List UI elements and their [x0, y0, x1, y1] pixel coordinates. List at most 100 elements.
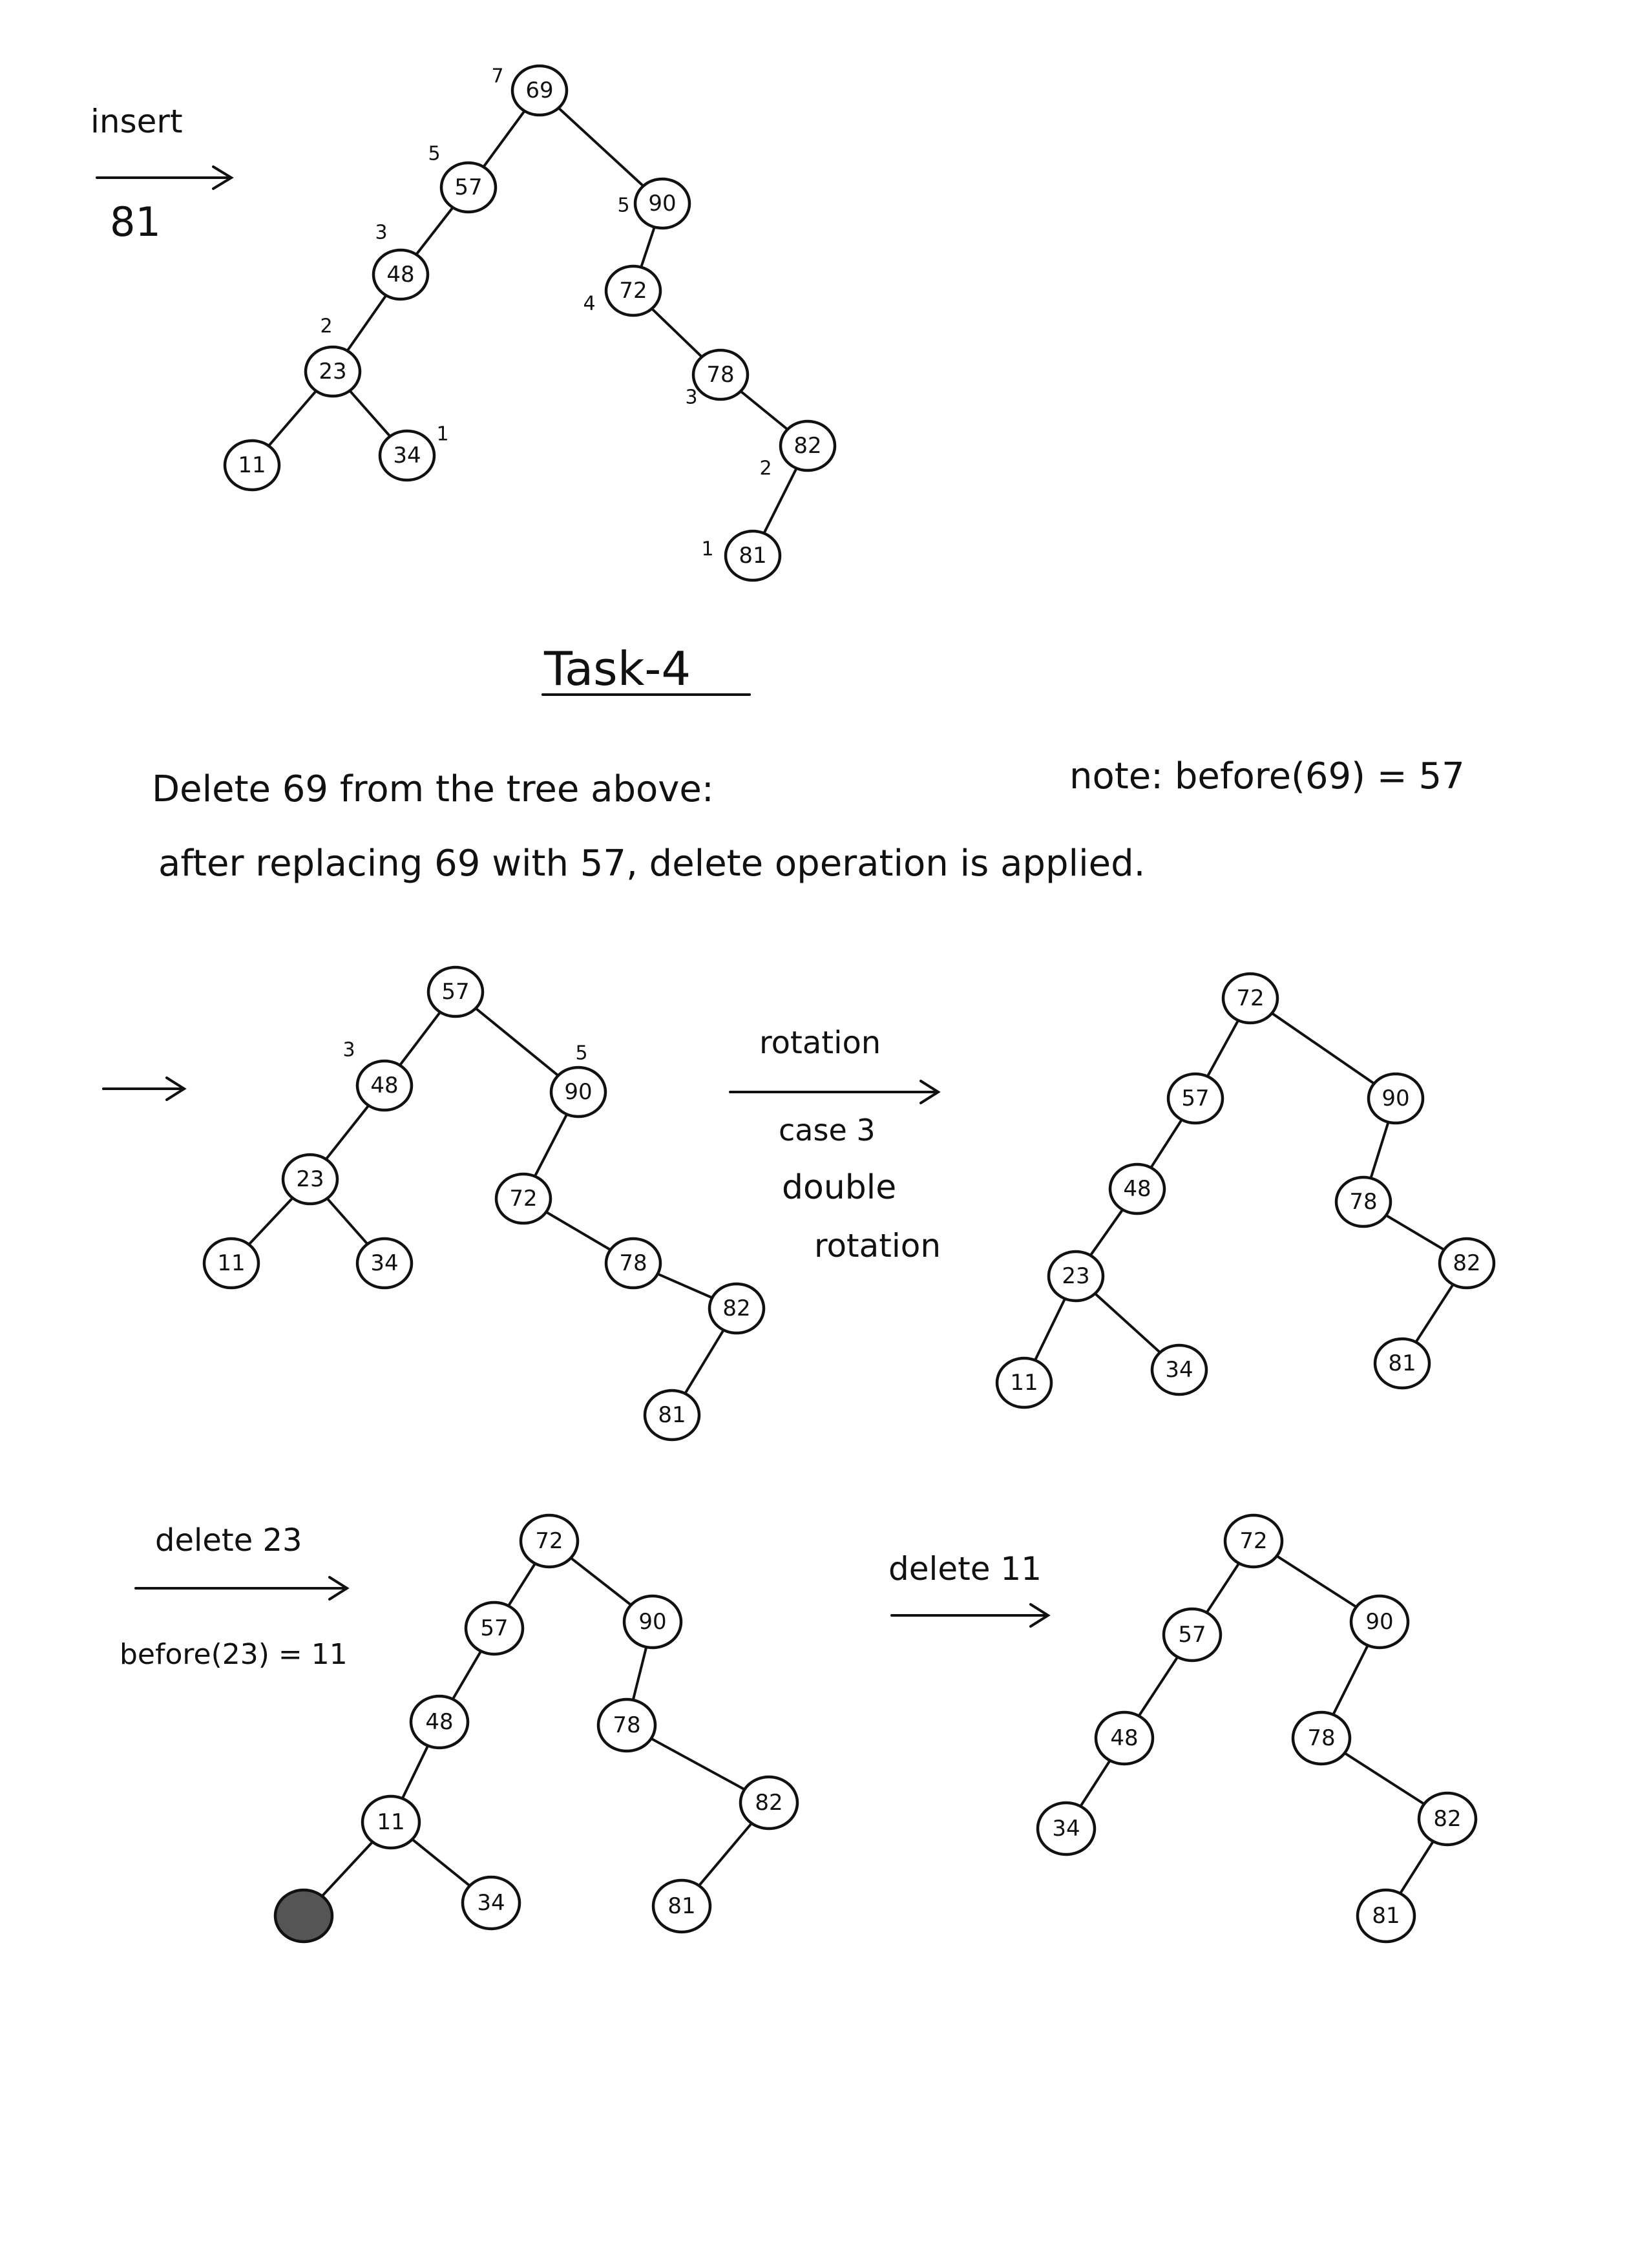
tree-edge — [247, 1195, 295, 1247]
tree-edge — [697, 1821, 754, 1888]
rotation-arrow — [729, 1080, 941, 1104]
node-height-label: 3 — [685, 386, 697, 409]
tree-node — [355, 1059, 414, 1112]
node-label: 48 — [1123, 1176, 1151, 1202]
tree-node — [439, 161, 498, 214]
tree-node — [1334, 1175, 1392, 1228]
tree-node — [1291, 1710, 1352, 1766]
node-height-label: 3 — [342, 1039, 355, 1062]
node-label: 72 — [1239, 1528, 1267, 1554]
tree-node — [361, 1794, 421, 1850]
tree-edge — [1331, 1643, 1370, 1717]
node-label: 34 — [477, 1890, 505, 1916]
tree-edge — [1137, 1655, 1180, 1718]
node-label: 57 — [1181, 1086, 1209, 1111]
tree-node — [1349, 1594, 1410, 1650]
tree-edge — [451, 1649, 483, 1701]
insert-value: 81 — [110, 198, 161, 246]
node-label: 90 — [564, 1079, 592, 1105]
node-label: 72 — [509, 1186, 537, 1212]
insert-label: insert — [90, 103, 183, 140]
tree-node — [1108, 1162, 1166, 1215]
node-label: 48 — [386, 262, 414, 288]
tree-node — [779, 419, 837, 472]
node-label: 72 — [1236, 985, 1264, 1011]
node-label: 82 — [1453, 1250, 1480, 1276]
tree-edge — [397, 1010, 443, 1067]
delete23-arrow — [134, 1576, 350, 1601]
node-label: 57 — [441, 979, 469, 1005]
tree-edge — [1414, 1282, 1455, 1345]
node-label: 90 — [648, 191, 676, 216]
tree-node — [464, 1601, 525, 1656]
node-label: 82 — [793, 433, 821, 459]
lead-arrow — [102, 1076, 187, 1101]
tree-node — [604, 1237, 662, 1290]
node-height-label: 2 — [759, 457, 772, 480]
tree-edge — [1398, 1839, 1435, 1896]
node-label: 34 — [1165, 1357, 1193, 1383]
tree-node — [355, 1237, 414, 1290]
tree-node — [1438, 1237, 1496, 1290]
tree-node — [1094, 1710, 1155, 1766]
tree-node — [372, 248, 430, 301]
tree-edge — [266, 388, 319, 448]
tree-node — [643, 1389, 701, 1442]
tree-edge — [543, 1210, 614, 1252]
node-height-label: 1 — [436, 423, 448, 446]
node-label: 48 — [425, 1709, 453, 1735]
node-label: 81 — [1388, 1350, 1416, 1376]
tree-edge — [473, 1006, 561, 1078]
node-label: 23 — [1062, 1263, 1089, 1289]
tree-node — [604, 264, 662, 317]
rotation-label-4: rotation — [814, 1227, 941, 1265]
tree-node — [651, 1878, 712, 1934]
tree-edge — [683, 1328, 726, 1396]
tree-node — [1150, 1343, 1208, 1396]
node-label: 82 — [722, 1296, 750, 1321]
tree-node — [223, 439, 281, 492]
node-height-label: 5 — [617, 194, 629, 217]
tree-node — [995, 1356, 1053, 1409]
tree-edge — [481, 109, 527, 169]
tree-edge — [507, 1561, 537, 1608]
tree-node — [549, 1066, 607, 1118]
tree-edge — [533, 1112, 569, 1179]
tree-node — [378, 429, 436, 482]
deleted-node — [273, 1888, 334, 1944]
tree-node — [281, 1153, 339, 1206]
tree-node — [1036, 1801, 1097, 1856]
rotation-label-2: case 3 — [779, 1113, 876, 1148]
delete23-label: delete 23 — [155, 1522, 302, 1559]
node-label: 48 — [1110, 1725, 1138, 1751]
tree-edge — [1078, 1758, 1112, 1809]
node-height-label: 4 — [583, 293, 595, 315]
tree-node — [1047, 1250, 1105, 1303]
rotation-label-1: rotation — [759, 1025, 881, 1061]
tree-edge — [654, 1272, 716, 1300]
node-label: 72 — [619, 278, 647, 304]
tree-edge — [1093, 1291, 1162, 1355]
tree-edge — [1149, 1117, 1184, 1170]
node-label: 78 — [1349, 1189, 1377, 1215]
tree-edge — [325, 1196, 370, 1246]
tree-edge — [324, 1103, 371, 1162]
description-line2: after replacing 69 with 57, delete opera… — [158, 843, 1145, 885]
tree-node — [1417, 1791, 1478, 1847]
tree-edge — [1269, 1011, 1377, 1086]
node-label: 81 — [658, 1402, 686, 1428]
description-line1-right: note: before(69) = 57 — [1069, 755, 1465, 797]
tree-node — [1221, 972, 1279, 1025]
tree-node — [494, 1172, 552, 1225]
tree-edge — [1341, 1750, 1427, 1807]
tree-node — [1223, 1513, 1284, 1569]
tree-edge — [640, 226, 656, 269]
node-label: 48 — [370, 1073, 398, 1098]
node-label: 57 — [480, 1615, 508, 1641]
insert-arrow — [96, 165, 234, 190]
node-label: 82 — [1433, 1806, 1461, 1832]
